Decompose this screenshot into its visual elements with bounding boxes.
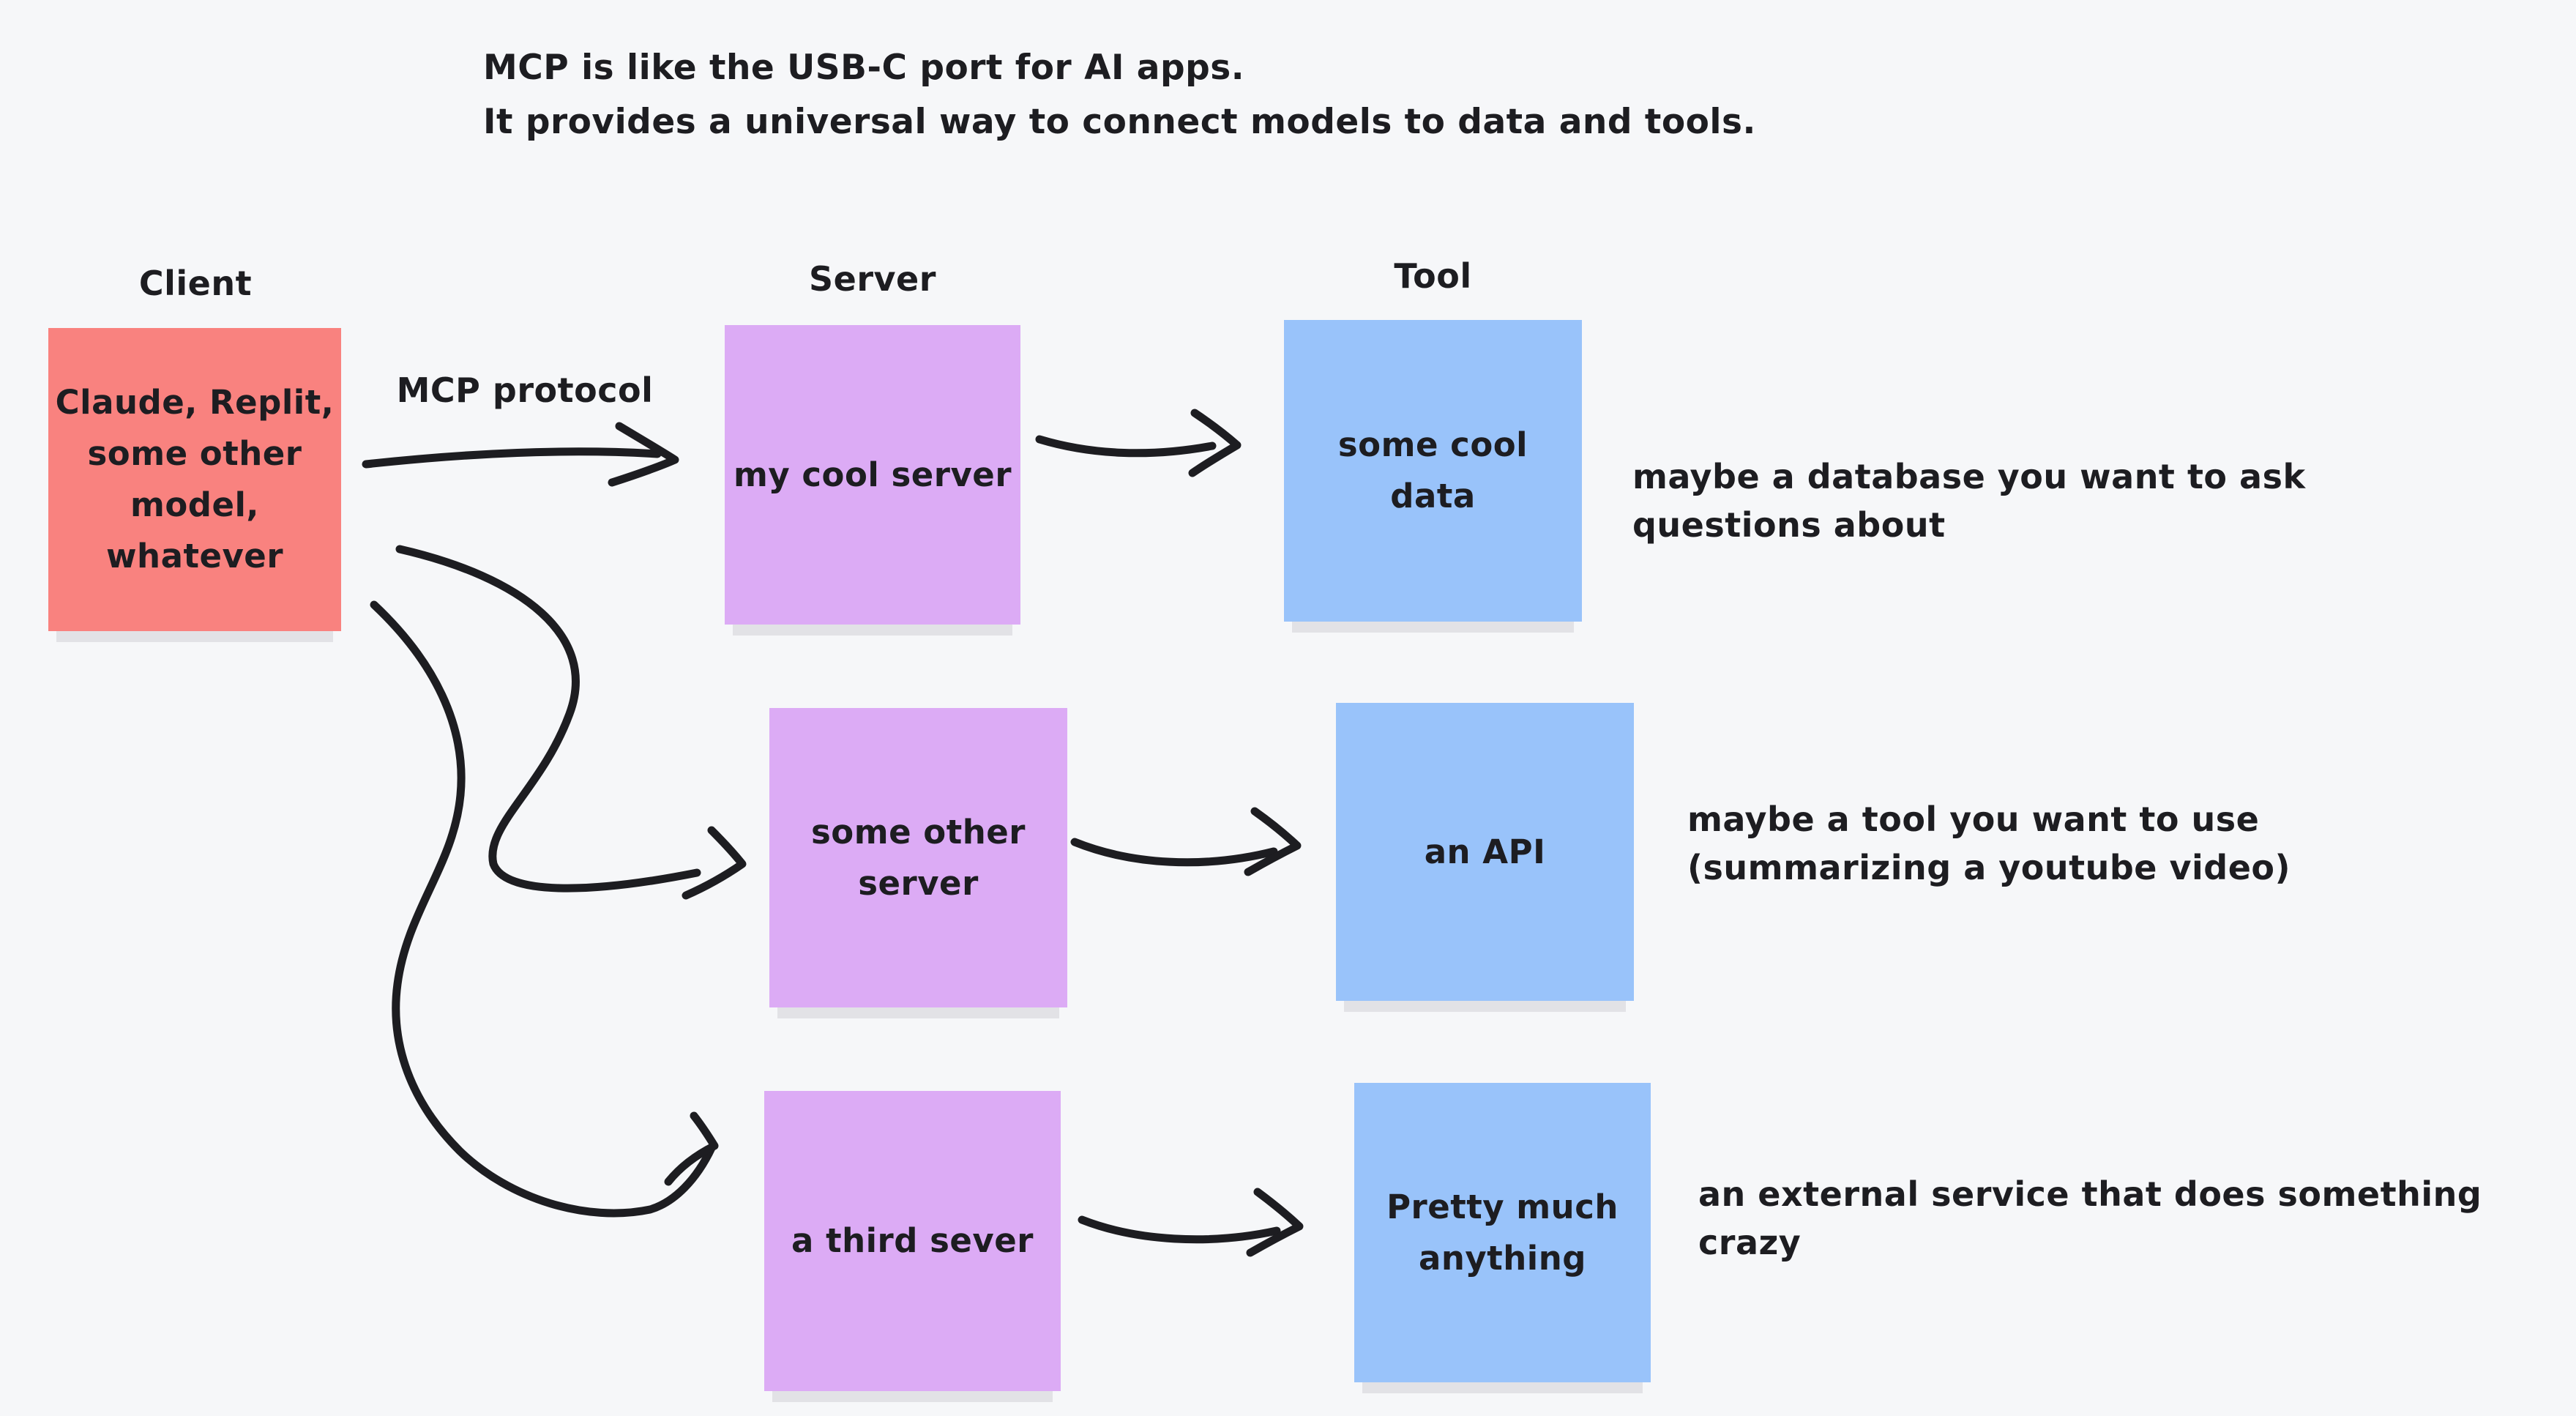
- server-note-3-text: a third sever: [791, 1221, 1034, 1260]
- annotation-1: maybe a database you want to ask questio…: [1632, 457, 2306, 545]
- tool-note-1: some cool data: [1284, 320, 1582, 622]
- arrow-server1-to-tool1: [1035, 409, 1242, 477]
- title-block: MCP is like the USB-C port for AI apps. …: [483, 41, 1756, 149]
- arrow-server2-to-tool2-stem: [1070, 838, 1278, 867]
- tool-note-1-text: some cool data: [1337, 425, 1528, 515]
- arrow-client-to-server1: [362, 422, 679, 487]
- server-note-3: a third sever: [764, 1091, 1061, 1391]
- client-note: Claude, Replit, some other model, whatev…: [48, 328, 341, 631]
- arrow-client-to-server1-head: [608, 422, 679, 487]
- tool-note-2: an API: [1336, 703, 1634, 1001]
- title-line-2: It provides a universal way to connect m…: [483, 102, 1756, 142]
- arrow-client-to-server3-stem: [370, 600, 716, 1218]
- server-note-1-text: my cool server: [733, 455, 1012, 494]
- arrow-client-to-server2: [395, 545, 747, 900]
- title-line-1: MCP is like the USB-C port for AI apps.: [483, 48, 1245, 88]
- column-label-tool: Tool: [1394, 256, 1472, 296]
- tool-note-3: Pretty much anything: [1354, 1083, 1651, 1382]
- arrow-server3-to-tool3-stem: [1078, 1215, 1281, 1244]
- column-label-server: Server: [809, 259, 936, 299]
- arrow-server2-to-tool2-head: [1244, 807, 1302, 876]
- arrow-client-to-server3-head: [664, 1111, 719, 1186]
- arrow-client-to-server2-stem: [395, 545, 701, 893]
- arrow-client-to-server1-stem: [362, 447, 662, 469]
- server-note-1: my cool server: [725, 325, 1020, 625]
- tool-note-2-text: an API: [1424, 832, 1546, 871]
- arrow-server1-to-tool1-stem: [1035, 435, 1217, 458]
- server-note-2-text: some other server: [811, 812, 1026, 903]
- arrow-server1-to-tool1-head: [1188, 409, 1242, 477]
- annotation-3: an external service that does something …: [1698, 1174, 2482, 1262]
- arrow-client-to-server3: [370, 600, 719, 1218]
- tool-note-3-text: Pretty much anything: [1386, 1187, 1619, 1278]
- arrow-client-to-server2-head: [682, 826, 747, 900]
- server-note-2: some other server: [769, 708, 1067, 1007]
- arrow-server3-to-tool3: [1078, 1188, 1304, 1257]
- column-label-client: Client: [138, 264, 253, 303]
- arrow-server2-to-tool2: [1070, 807, 1302, 876]
- arrow-server3-to-tool3-head: [1246, 1188, 1304, 1257]
- protocol-label: MCP protocol: [396, 370, 654, 410]
- client-note-text: Claude, Replit, some other model, whatev…: [55, 383, 335, 575]
- annotation-2: maybe a tool you want to use (summarizin…: [1687, 800, 2291, 887]
